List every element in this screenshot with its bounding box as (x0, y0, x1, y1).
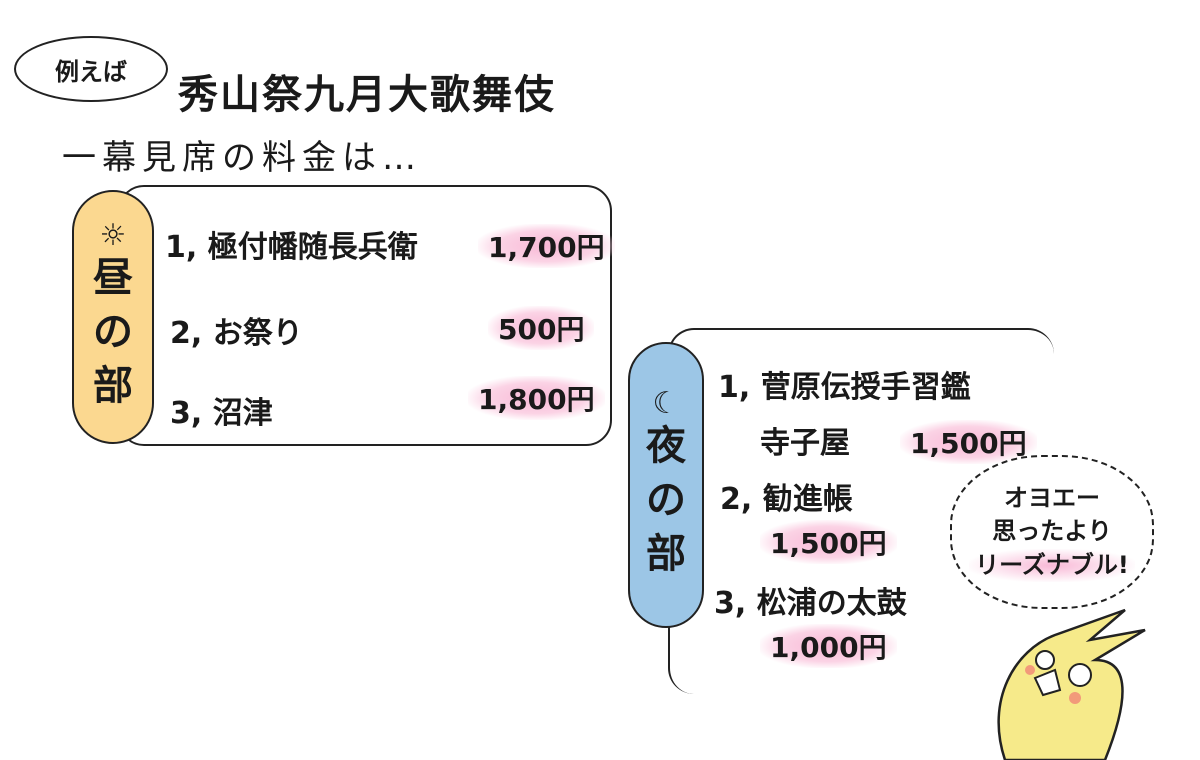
bubble-text: 例えば (55, 57, 127, 86)
night-item-1: 1, 菅原伝授手習鑑 (718, 370, 971, 405)
label-char: 部 (93, 363, 133, 409)
night-price-1: 1,500円 (900, 420, 1037, 464)
reaction-line: 思ったより (992, 517, 1112, 546)
label-char: の (646, 477, 686, 523)
sun-icon: ☼ (99, 218, 127, 253)
reaction-bubble: オヨエー 思ったより リーズナブル! (950, 455, 1154, 609)
day-item-3: 3, 沼津 (170, 396, 273, 431)
night-label-pill: ☾ 夜 の 部 (628, 342, 704, 628)
night-price-2: 1,500円 (760, 520, 897, 564)
subtitle: 一幕見席の料金は… (62, 138, 422, 178)
day-label-pill: ☼ 昼 の 部 (72, 190, 154, 444)
label-char: 部 (646, 531, 686, 577)
night-item-2: 2, 勧進帳 (720, 482, 853, 517)
day-price-2: 500円 (488, 306, 595, 350)
moon-icon: ☾ (652, 386, 680, 421)
night-price-3: 1,000円 (760, 624, 897, 668)
day-item-1: 1, 極付幡随長兵衛 (165, 230, 418, 265)
bird-character-icon (997, 608, 1146, 760)
speech-bubble: 例えば (14, 36, 168, 102)
label-char: 夜 (646, 423, 686, 469)
day-price-1: 1,700円 (478, 224, 615, 268)
day-price-3: 1,800円 (468, 376, 605, 420)
label-char: の (93, 309, 133, 355)
night-item-1-sub: 寺子屋 (760, 426, 850, 461)
reaction-line: リーズナブル! (969, 548, 1135, 583)
day-item-2: 2, お祭り (170, 316, 303, 351)
label-char: 昼 (93, 255, 133, 301)
page-title: 秀山祭九月大歌舞伎 (178, 72, 556, 118)
reaction-line: オヨエー (1004, 483, 1100, 512)
night-item-3: 3, 松浦の太鼓 (714, 586, 907, 621)
